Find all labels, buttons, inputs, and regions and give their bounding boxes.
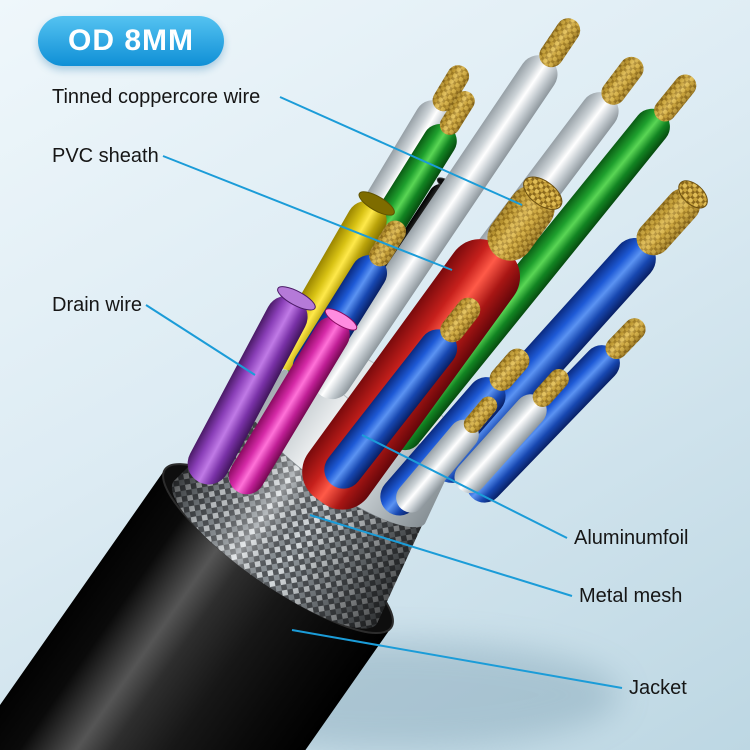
- copper-tip: [532, 369, 569, 407]
- callout-metal-mesh: Metal mesh: [579, 585, 683, 607]
- wire-white-tall-1: [313, 18, 581, 400]
- tinned-copper-core: [523, 176, 563, 210]
- copper-tip: [601, 56, 644, 105]
- callout-tinned-coppercore-wire: Tinned coppercore wire: [52, 86, 261, 108]
- wire-white-front-small: [396, 396, 498, 513]
- leader-lines: [145, 96, 623, 689]
- copper-tip: [539, 18, 581, 68]
- wire-white-right: [454, 369, 569, 494]
- callout-jacket: Jacket: [629, 677, 687, 699]
- leader-line-mesh: [309, 514, 573, 597]
- wire-blue-front-center: [324, 297, 481, 489]
- copper-tip: [440, 297, 481, 343]
- leader-line-pvc: [162, 155, 453, 271]
- copper-tip: [489, 348, 530, 391]
- od-badge: OD 8MM: [38, 16, 224, 66]
- copper-tip: [432, 65, 470, 112]
- copper-tip: [605, 318, 646, 359]
- copper-tip: [463, 396, 498, 434]
- copper-tip: [439, 91, 475, 135]
- copper-tip: [369, 220, 406, 267]
- stranded-core-face: [678, 180, 708, 209]
- leader-line-foil: [361, 434, 568, 539]
- copper-tip: [654, 74, 697, 122]
- leader-line-jacket: [291, 629, 623, 689]
- wire-purple-drain: [187, 286, 316, 485]
- leader-line-tinned: [279, 96, 523, 206]
- wire-pink: [228, 308, 358, 495]
- callout-pvc-sheath: PVC sheath: [52, 145, 159, 167]
- leader-line-drain: [145, 304, 256, 376]
- callout-aluminumfoil: Aluminumfoil: [574, 527, 689, 549]
- callout-drain-wire: Drain wire: [52, 294, 143, 316]
- wire-blue-right: [466, 318, 646, 503]
